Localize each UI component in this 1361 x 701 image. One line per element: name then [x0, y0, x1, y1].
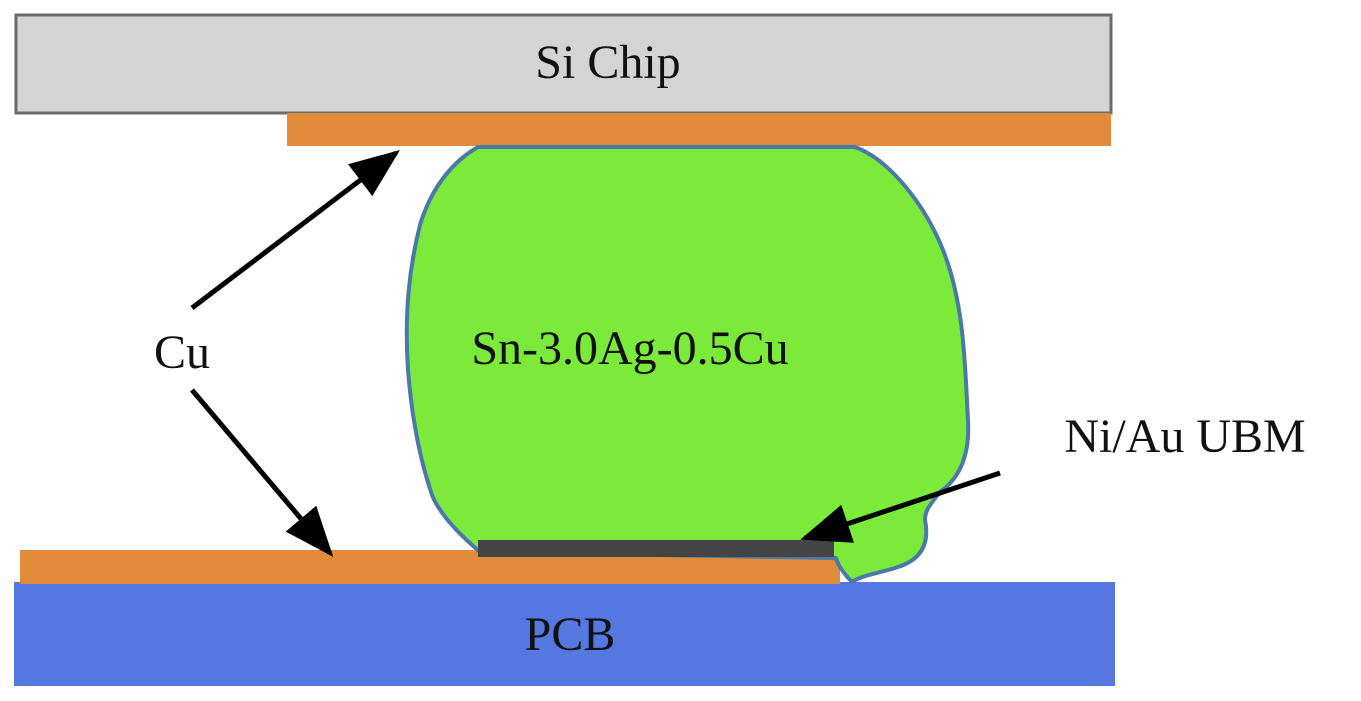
top-copper-pad — [287, 113, 1111, 146]
ni-au-ubm-layer — [478, 540, 834, 557]
ubm-label: Ni/Au UBM — [1064, 410, 1305, 463]
cu-top-arrow — [190, 149, 400, 310]
pcb-label: PCB — [525, 608, 616, 661]
pcb-substrate — [14, 582, 1115, 686]
solder-label: Sn-3.0Ag-0.5Cu — [471, 322, 788, 375]
solder-ball — [404, 145, 971, 584]
chip-label: Si Chip — [535, 36, 680, 89]
copper-label: Cu — [154, 326, 210, 379]
cu-bottom-arrow — [190, 388, 334, 557]
ubm-arrow — [800, 470, 1001, 543]
